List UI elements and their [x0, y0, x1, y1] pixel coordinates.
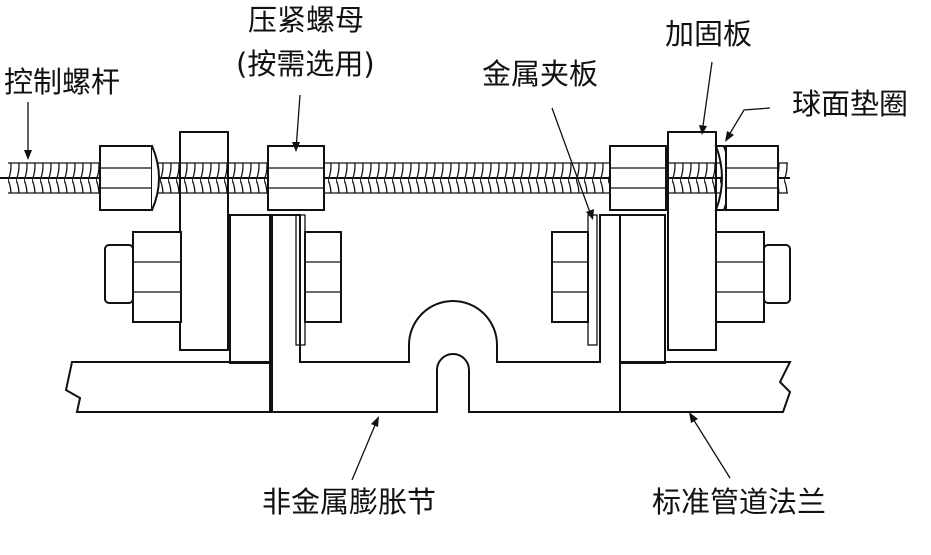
- rod-nut-left-outer: [99, 145, 160, 211]
- label-reinforcing-plate: 加固板: [665, 17, 752, 51]
- label-control-rod: 控制螺杆: [4, 65, 120, 99]
- label-metal-clamp: 金属夹板: [482, 57, 598, 91]
- label-spherical-washer: 球面垫圈: [792, 87, 908, 121]
- label-nonmetal-joint: 非金属膨胀节: [262, 485, 436, 519]
- rod-nut-right-outer: [725, 145, 779, 211]
- flange-bolt-right: [715, 231, 791, 323]
- clamp-nut-right: [551, 231, 589, 323]
- clamp-nut-left: [304, 231, 342, 323]
- leader-lines: [24, 61, 771, 481]
- lock-nut: [267, 145, 325, 211]
- label-lock-nut-2: (按需选用): [236, 47, 375, 81]
- label-standard-flange: 标准管道法兰: [652, 485, 826, 519]
- nonmetal-expansion-joint: [271, 214, 621, 413]
- rod-nut-right-inner: [609, 145, 667, 211]
- flange-bolt-left: [104, 231, 182, 323]
- metal-clamp-right: [587, 214, 598, 346]
- label-lock-nut-1: 压紧螺母: [248, 3, 364, 37]
- flange-left: [64, 214, 271, 413]
